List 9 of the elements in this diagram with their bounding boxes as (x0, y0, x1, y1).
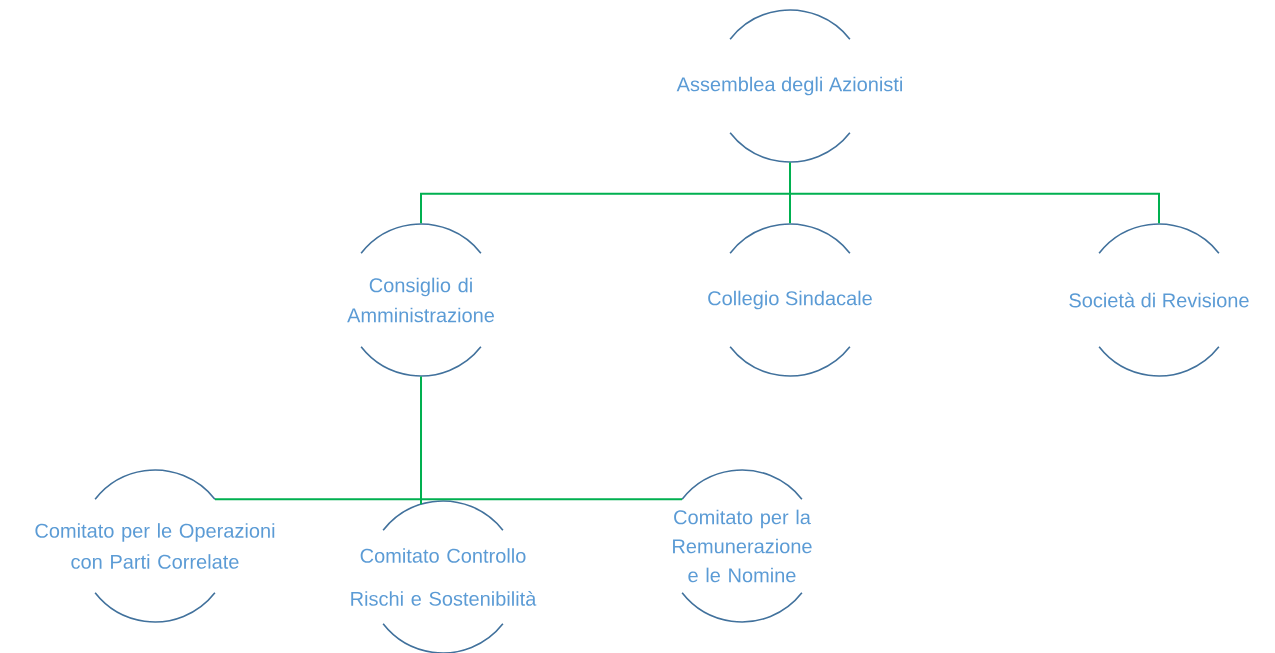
circle-node: Comitato per la Remunerazione e le Nomine (673, 469, 812, 623)
circle-node: Assemblea degli Azionisti (676, 9, 902, 163)
circle-node: Collegio Sindacale (708, 223, 872, 377)
connector-line (789, 161, 1160, 225)
circle-node: Comitato per le Operazioni con Parti Correlate (35, 469, 275, 623)
connector-line (420, 375, 684, 501)
circle-node: Consiglio di Amministrazione (347, 223, 494, 377)
circle-node: Società di Revisione (1069, 223, 1249, 377)
circle-node: Comitato Controllo Rischi e Sostenibilità (351, 500, 537, 653)
